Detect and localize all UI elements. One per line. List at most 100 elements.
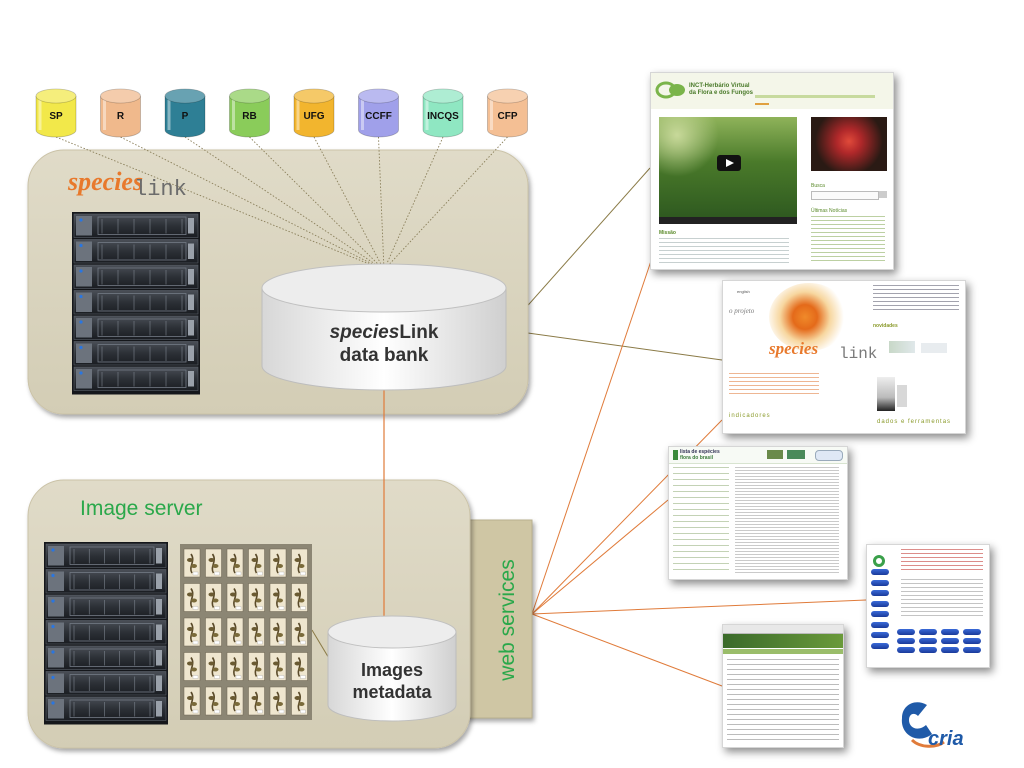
herbarium-thumbnail[interactable] xyxy=(226,686,244,716)
project-menu-button[interactable] xyxy=(871,621,889,628)
herbarium-thumbnail[interactable] xyxy=(248,548,265,578)
project-menu-button[interactable] xyxy=(963,638,981,644)
specieslink-logo-link: link xyxy=(134,177,187,202)
project-menu-button[interactable] xyxy=(871,632,889,638)
cria-accent-icon xyxy=(910,738,945,748)
flora-title-line2: flora do brasil xyxy=(680,455,714,461)
source-line-p xyxy=(184,136,385,271)
herbarium-thumbnail[interactable] xyxy=(226,548,244,578)
inct-nav-item[interactable] xyxy=(755,103,769,105)
herbarium-thumbnail[interactable] xyxy=(269,548,287,578)
project-menu-button[interactable] xyxy=(963,647,981,653)
flora-logo-bar-icon xyxy=(673,450,678,460)
project-menu-button[interactable] xyxy=(919,638,937,644)
herbarium-thumbnail[interactable] xyxy=(269,686,287,716)
specieslink-site-language-link[interactable]: english xyxy=(737,289,750,294)
herbarium-thumbnail[interactable] xyxy=(291,617,308,647)
herbarium-thumbnail[interactable] xyxy=(248,617,265,647)
project-menu-button[interactable] xyxy=(897,647,915,653)
herbarium-thumbnail[interactable] xyxy=(291,652,308,681)
project-menu-button[interactable] xyxy=(919,629,937,635)
herbarium-thumbnail[interactable] xyxy=(226,583,244,612)
specieslink-data-bank-cylinder: speciesLink data bank xyxy=(261,263,507,391)
herbarium-thumbnail[interactable] xyxy=(291,686,308,716)
herbarium-thumbnail[interactable] xyxy=(183,686,201,716)
project-page-body-text xyxy=(901,579,983,617)
flora-partner-logo-1 xyxy=(767,450,783,459)
source-label-ccff: CCFF xyxy=(365,111,392,122)
project-menu-button[interactable] xyxy=(897,629,915,635)
recycle-logo-icon xyxy=(873,555,885,567)
flora-search-form[interactable] xyxy=(673,467,729,573)
specieslink-logo-species: species xyxy=(67,167,143,196)
herbarium-thumbnail[interactable] xyxy=(248,686,265,716)
project-menu-button[interactable] xyxy=(941,629,959,635)
link-to-specieslink-site xyxy=(505,329,723,361)
herbarium-thumbnail[interactable] xyxy=(205,583,222,612)
inct-search-button[interactable] xyxy=(879,191,887,198)
specieslink-site-map-thumb[interactable] xyxy=(889,341,915,353)
project-menu-button[interactable] xyxy=(871,569,889,575)
ws-to-doc-site xyxy=(531,599,867,615)
image-server-rack xyxy=(44,542,168,725)
source-label-p: P xyxy=(182,111,189,122)
project-menu-button[interactable] xyxy=(897,638,915,644)
image-thumbnail-grid xyxy=(180,544,312,720)
herbarium-thumbnail[interactable] xyxy=(248,652,265,681)
specieslink-site-news-thumb[interactable] xyxy=(921,343,947,353)
server-unit xyxy=(45,543,167,568)
herbarium-thumbnail[interactable] xyxy=(183,583,201,612)
server-unit xyxy=(73,213,199,238)
inct-title-line1: INCT-Herbário Virtual xyxy=(689,83,750,89)
flora-main-text xyxy=(735,467,839,573)
inct-search-input[interactable] xyxy=(811,191,879,200)
project-menu-button[interactable] xyxy=(871,611,889,617)
herbarium-thumbnail[interactable] xyxy=(183,652,201,681)
flora-partner-logo-2 xyxy=(787,450,805,459)
video-play-button[interactable] xyxy=(717,155,741,171)
project-menu-button[interactable] xyxy=(871,590,889,596)
web-services-label: web services xyxy=(496,559,519,681)
source-label-incqs: INCQS xyxy=(427,111,459,122)
herbarium-thumbnail[interactable] xyxy=(269,583,287,612)
herbarium-thumbnail[interactable] xyxy=(291,548,308,578)
herbarium-thumbnail[interactable] xyxy=(291,583,308,612)
server-unit xyxy=(73,290,199,315)
project-menu-button[interactable] xyxy=(941,647,959,653)
inct-nav-bar[interactable] xyxy=(755,95,875,98)
herbarium-thumbnail[interactable] xyxy=(269,652,287,681)
herbarium-thumbnail[interactable] xyxy=(205,548,222,578)
play-icon xyxy=(726,159,734,167)
images-metadata-cylinder: Images metadata xyxy=(327,615,457,722)
herbarium-thumbnail[interactable] xyxy=(205,686,222,716)
inct-news-list[interactable] xyxy=(811,216,885,264)
project-menu-button[interactable] xyxy=(871,642,889,649)
inct-video[interactable] xyxy=(659,117,797,217)
herbarium-thumbnail[interactable] xyxy=(183,617,201,647)
screen-specieslink-site: english o projeto species link novidades… xyxy=(722,280,966,434)
specieslink-site-indicadores[interactable]: indicadores xyxy=(729,413,771,419)
herbarium-thumbnail[interactable] xyxy=(205,617,222,647)
project-menu-button[interactable] xyxy=(941,638,959,644)
ws-to-list-site xyxy=(531,613,723,687)
specieslink-site-dados[interactable]: dados e ferramentas xyxy=(877,419,952,425)
herbarium-thumbnail[interactable] xyxy=(226,652,244,681)
herbarium-thumbnail[interactable] xyxy=(226,617,244,647)
specieslink-site-specimen-image-2 xyxy=(897,385,907,407)
specieslink-site-flower-image xyxy=(769,283,849,351)
project-menu-button[interactable] xyxy=(919,647,937,653)
video-controls-bar[interactable] xyxy=(659,217,797,224)
herbarium-thumbnail[interactable] xyxy=(248,583,265,612)
herbarium-thumbnail[interactable] xyxy=(205,652,222,681)
herbarium-thumbnail[interactable] xyxy=(183,548,201,578)
source-dotted-lines xyxy=(55,136,508,271)
browser-toolbar[interactable] xyxy=(723,625,843,634)
project-menu-button[interactable] xyxy=(963,629,981,635)
herbarium-thumbnail[interactable] xyxy=(269,617,287,647)
project-menu-button[interactable] xyxy=(871,579,889,586)
project-menu-button[interactable] xyxy=(871,600,889,607)
cria-logo: cria xyxy=(901,702,964,750)
results-nav-bar[interactable] xyxy=(723,649,843,654)
results-list-rows[interactable] xyxy=(727,659,839,743)
specieslink-site-o-projeto[interactable]: o projeto xyxy=(729,307,755,315)
